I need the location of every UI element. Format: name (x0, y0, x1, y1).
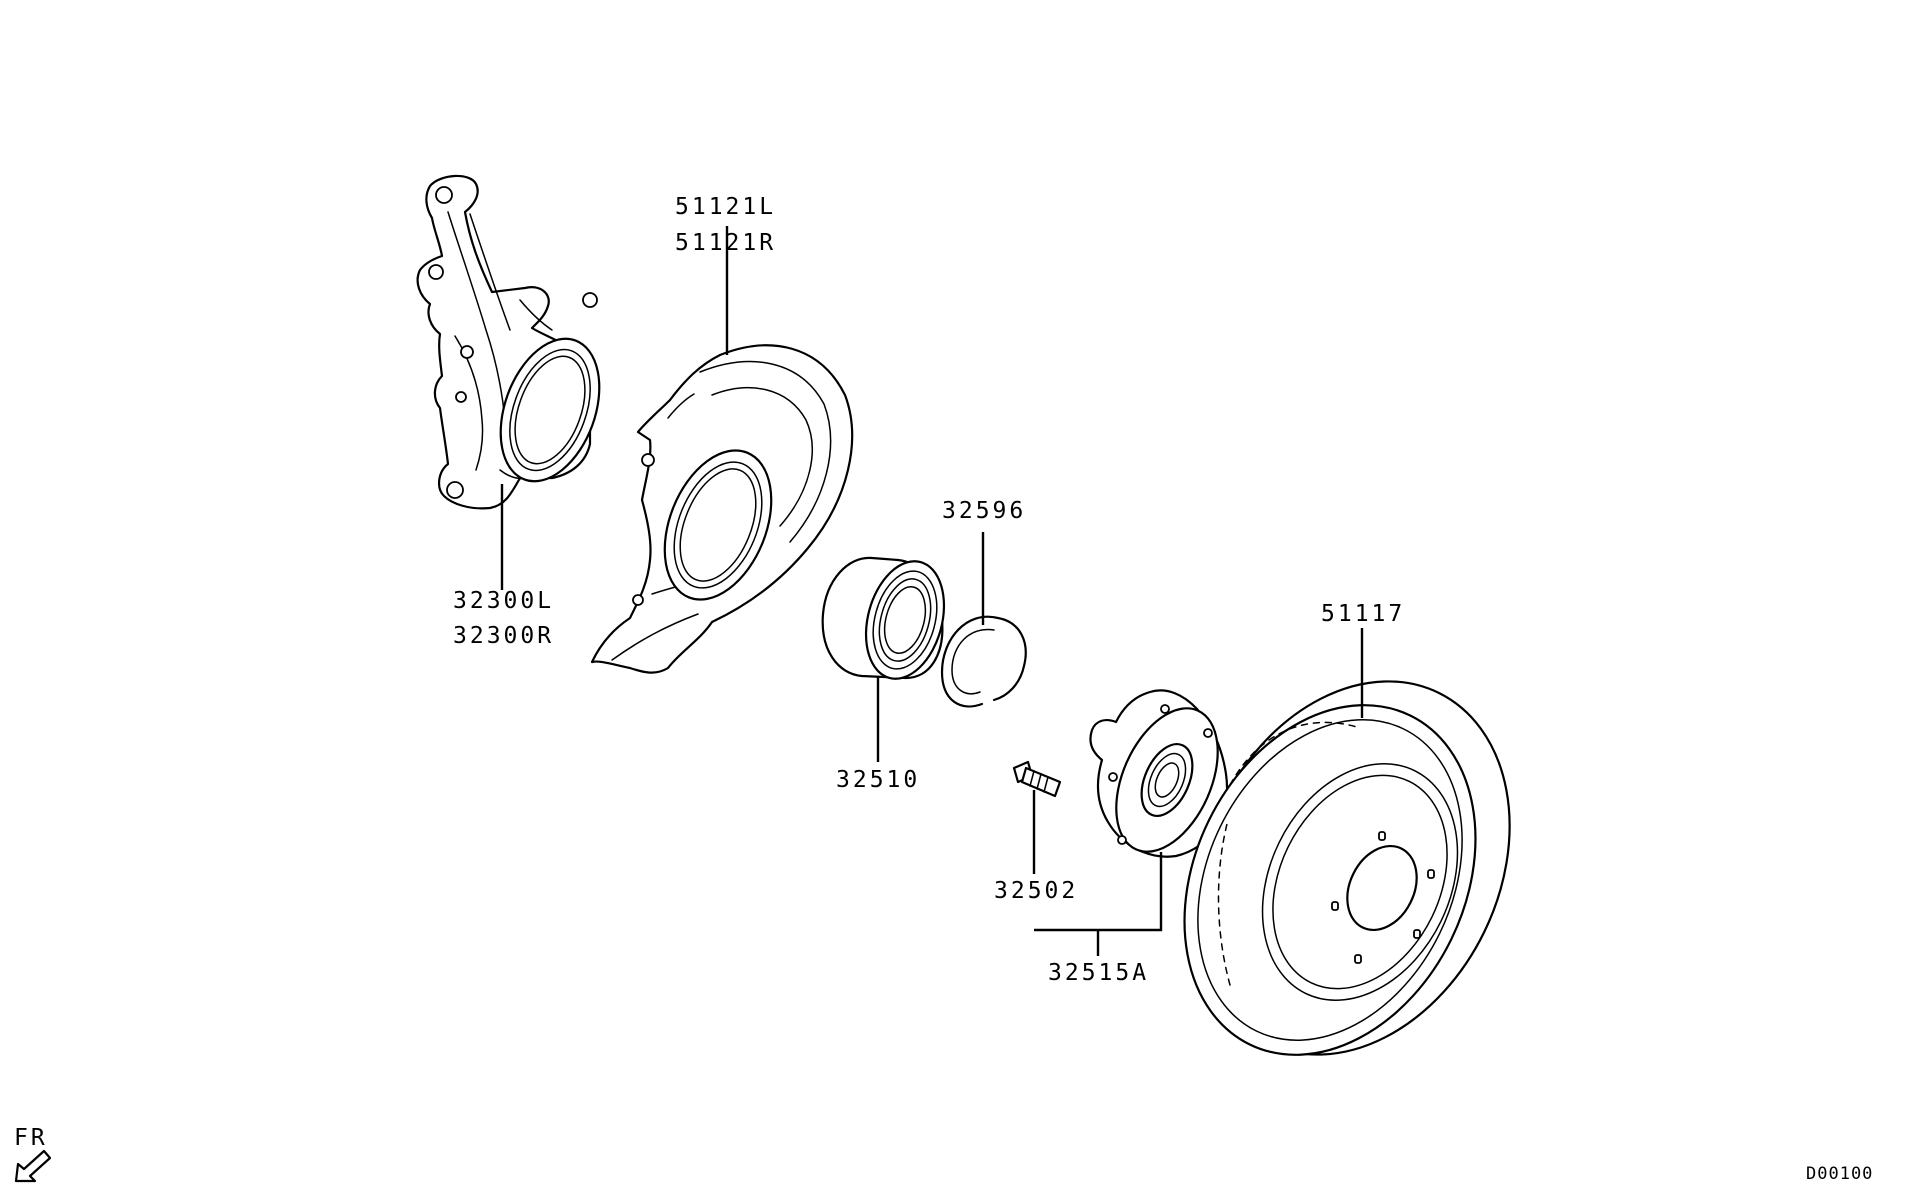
label-32502[interactable]: 32502 (994, 878, 1078, 904)
label-32596[interactable]: 32596 (942, 498, 1026, 524)
label-32300l[interactable]: 32300L (453, 588, 554, 614)
wheel-bearing[interactable] (821, 552, 957, 687)
label-32515a[interactable]: 32515A (1048, 960, 1149, 986)
label-32300r[interactable]: 32300R (453, 623, 554, 649)
label-51117[interactable]: 51117 (1321, 601, 1405, 627)
hub-bolt[interactable] (1012, 760, 1062, 798)
label-32510[interactable]: 32510 (836, 767, 920, 793)
label-51121l[interactable]: 51121L (675, 194, 776, 220)
direction-indicator: FR (14, 1125, 52, 1183)
part-number-labels: 51121L 51121R 32300L 32300R 32596 32510 … (453, 194, 1405, 986)
leader-lines (500, 226, 1364, 956)
front-direction-arrow-icon (14, 1149, 52, 1183)
diagram-code: D00100 (1806, 1164, 1873, 1184)
snap-ring[interactable] (940, 615, 1027, 708)
direction-label: FR (14, 1125, 48, 1151)
dust-shield[interactable] (590, 344, 854, 674)
wheel-hub[interactable] (1089, 689, 1238, 867)
label-51121r[interactable]: 51121R (675, 230, 776, 256)
brake-rotor[interactable] (1128, 629, 1569, 1108)
steering-knuckle[interactable] (416, 174, 618, 510)
rotor-bolt-holes (1331, 831, 1435, 964)
